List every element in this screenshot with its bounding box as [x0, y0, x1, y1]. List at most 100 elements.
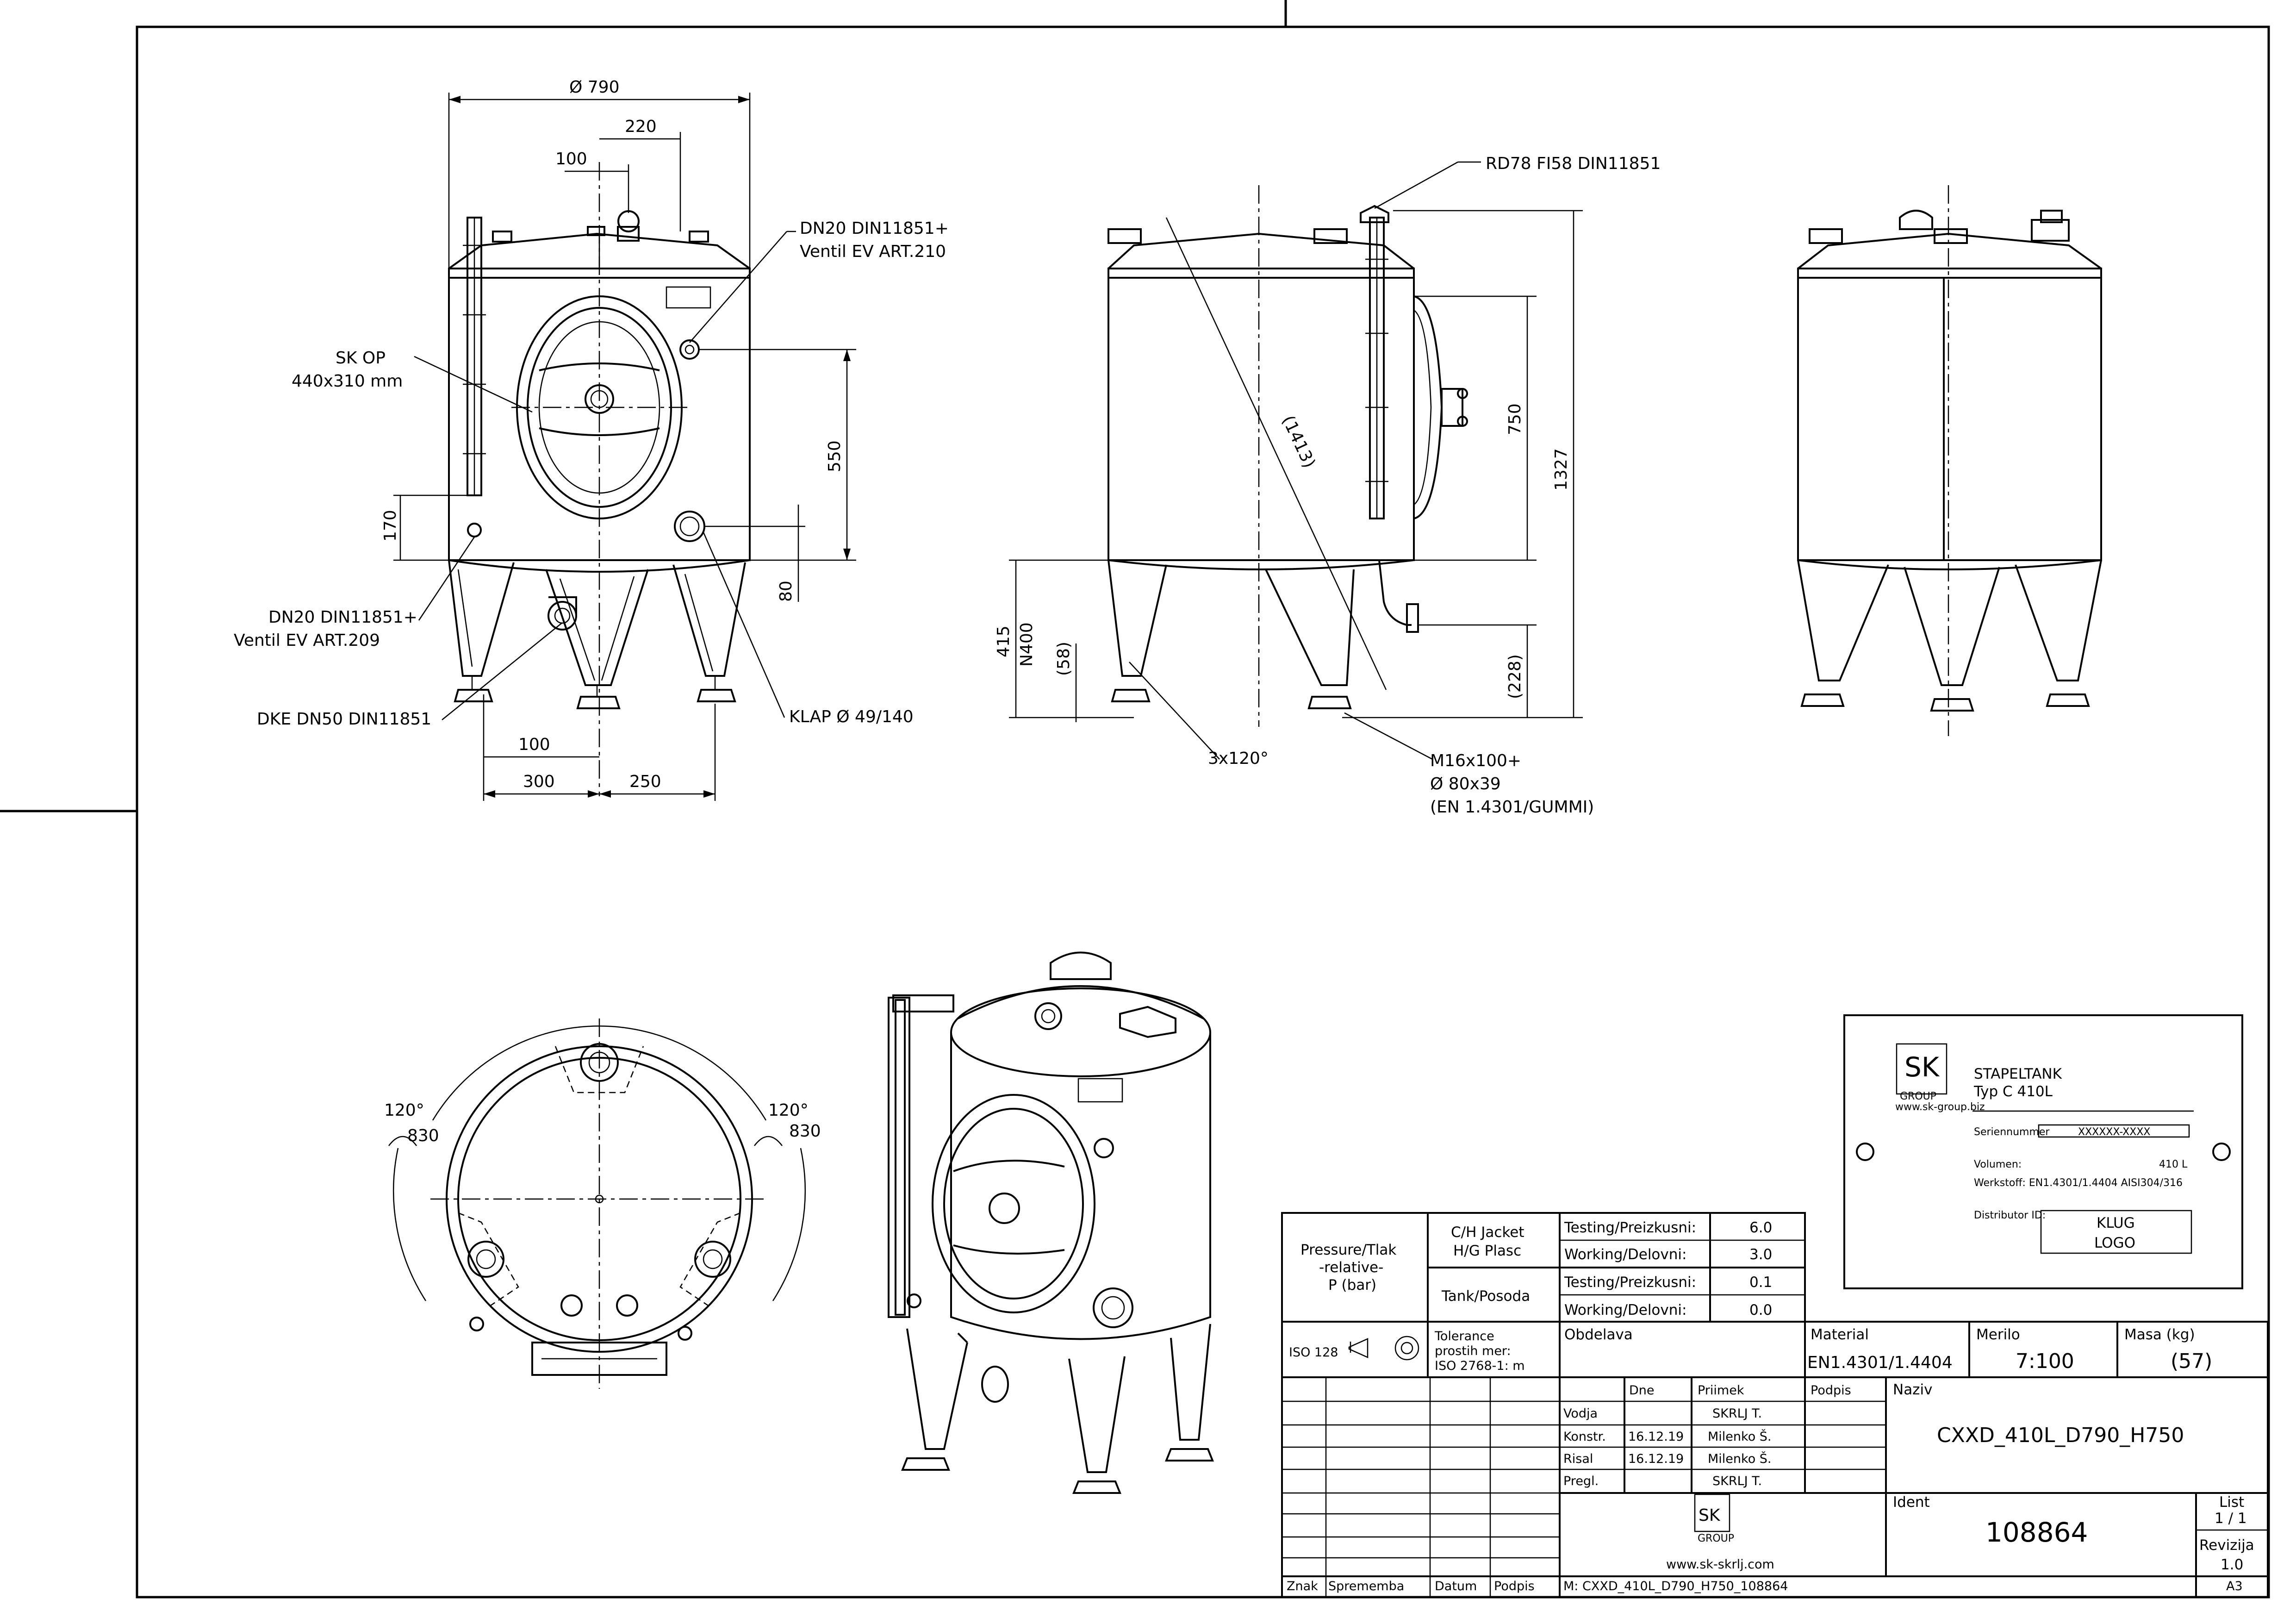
- dim-1327: 1327: [1552, 448, 1571, 491]
- label-rd78: RD78 FI58 DIN11851: [1486, 154, 1661, 173]
- angle-right: 120°: [768, 1101, 809, 1120]
- nameplate: SK GROUP www.sk-group.biz STAPELTANK Typ…: [1843, 1014, 2243, 1289]
- row-konstr-date: 16.12.19: [1628, 1430, 1684, 1444]
- jacket-label-1: C/H Jacket: [1451, 1224, 1524, 1241]
- tank-working-label: Working/Delovni:: [1564, 1302, 1686, 1318]
- row-vodja: Vodja: [1563, 1406, 1598, 1421]
- row-pregl-name: SKRLJ T.: [1712, 1474, 1762, 1488]
- nameplate-distributor-label: Distributor ID:: [1974, 1210, 2046, 1221]
- row-konstr-name: Milenko Š.: [1708, 1429, 1772, 1444]
- nameplate-distributor-1: KLUG: [2097, 1215, 2135, 1231]
- tolerance-2: prostih mer:: [1435, 1344, 1511, 1358]
- masa-value: (57): [2171, 1349, 2212, 1373]
- nameplate-title-2: Typ C 410L: [1973, 1083, 2053, 1100]
- angle-left: 120°: [384, 1101, 424, 1120]
- material-value: EN1.4301/1.4404: [1807, 1353, 1953, 1372]
- list-label: List: [2219, 1494, 2244, 1511]
- merilo-label: Merilo: [1976, 1326, 2020, 1343]
- masa-label: Masa (kg): [2124, 1326, 2195, 1343]
- label-skop-2: 440x310 mm: [292, 372, 403, 391]
- tank-label: Tank/Posoda: [1441, 1288, 1530, 1305]
- jacket-label-2: H/G Plasc: [1453, 1243, 1521, 1259]
- dim-n400: N400: [1017, 622, 1036, 667]
- tolerance-1: Tolerance: [1434, 1329, 1494, 1343]
- top-view: [388, 1018, 806, 1389]
- naziv-value: CXXD_410L_D790_H750: [1937, 1424, 2184, 1447]
- front-view-labels: DN20 DIN11851+ Ventil EV ART.210 SK OP 4…: [234, 219, 949, 729]
- dim-750: 750: [1506, 403, 1524, 435]
- dim-250: 250: [629, 772, 661, 791]
- col-podpis2: Podpis: [1494, 1579, 1535, 1593]
- nameplate-brand-web: www.sk-group.biz: [1895, 1101, 1985, 1113]
- obdelava-label: Obdelava: [1564, 1326, 1633, 1343]
- dim-1413: (1413): [1278, 412, 1319, 471]
- label-skop-1: SK OP: [336, 349, 386, 368]
- dim-100-bottom: 100: [518, 735, 550, 754]
- dim-170: 170: [381, 510, 400, 542]
- projection-symbol-icon: [1348, 1338, 1369, 1358]
- iso-label: ISO 128: [1289, 1345, 1338, 1360]
- col-dne: Dne: [1629, 1383, 1655, 1398]
- nameplate-serial-label: Seriennummer: [1974, 1126, 2050, 1138]
- pressure-label-2: -relative-: [1319, 1259, 1383, 1276]
- row-risal-name: Milenko Š.: [1708, 1451, 1772, 1466]
- list-value: 1 / 1: [2215, 1510, 2247, 1527]
- tank-testing-label: Testing/Preizkusni:: [1564, 1274, 1696, 1291]
- nameplate-brand-sub: GROUP: [1900, 1091, 1936, 1102]
- company-web: www.sk-skrlj.com: [1666, 1557, 1774, 1572]
- dim-80: 80: [777, 581, 796, 602]
- label-m16-3: (EN 1.4301/GUMMI): [1430, 798, 1594, 817]
- material-label: Material: [1811, 1326, 1869, 1343]
- sheet-size: A3: [2226, 1579, 2243, 1593]
- merilo-value: 7:100: [2016, 1349, 2074, 1373]
- col-podpis: Podpis: [1811, 1383, 1851, 1398]
- dim-220: 220: [625, 117, 657, 136]
- ident-value: 108864: [1985, 1517, 2088, 1548]
- company-logo-sub: GROUP: [1698, 1533, 1734, 1544]
- title-block: Pressure/Tlak -relative- P (bar) C/H Jac…: [1281, 1212, 2269, 1598]
- front-view: [448, 162, 751, 796]
- pressure-label-1: Pressure/Tlak: [1300, 1242, 1396, 1258]
- col-sprememba: Sprememba: [1328, 1579, 1404, 1593]
- jacket-testing-label: Testing/Preizkusni:: [1564, 1219, 1696, 1236]
- ident-label: Ident: [1893, 1494, 1930, 1511]
- pressure-label-3: P (bar): [1328, 1277, 1376, 1293]
- revizija-value: 1.0: [2221, 1556, 2243, 1573]
- drawing-frame: [0, 0, 2270, 1599]
- naziv-label: Naziv: [1893, 1381, 1932, 1398]
- dim-550: 550: [825, 440, 844, 472]
- row-risal-date: 16.12.19: [1628, 1452, 1684, 1466]
- dim-415: 415: [994, 625, 1013, 657]
- side-view: [1108, 185, 1468, 727]
- company-logo: [1694, 1493, 1730, 1532]
- row-pregl: Pregl.: [1563, 1474, 1599, 1488]
- dim-300: 300: [523, 772, 555, 791]
- radius-right: 830: [789, 1122, 821, 1141]
- tank-testing-value: 0.1: [1749, 1274, 1772, 1291]
- tank-working-value: 0.0: [1749, 1302, 1772, 1318]
- nameplate-volume-label: Volumen:: [1974, 1159, 2022, 1170]
- rear-view: [1797, 185, 2102, 736]
- col-znak: Znak: [1287, 1579, 1318, 1593]
- side-view-dimensions: RD78 FI58 DIN11851 (1413) 750 1327 415 N…: [994, 154, 1661, 817]
- label-3x120: 3x120°: [1208, 749, 1269, 768]
- label-m16-2: Ø 80x39: [1430, 775, 1501, 793]
- tolerance-3: ISO 2768-1: m: [1435, 1359, 1525, 1373]
- jacket-testing-value: 6.0: [1749, 1219, 1772, 1236]
- row-risal: Risal: [1563, 1452, 1593, 1466]
- label-dke: DKE DN50 DIN11851: [257, 710, 431, 729]
- nameplate-title-1: STAPELTANK: [1974, 1066, 2062, 1082]
- label-m16-1: M16x100+: [1430, 751, 1521, 770]
- col-datum: Datum: [1435, 1579, 1477, 1593]
- row-vodja-name: SKRLJ T.: [1712, 1406, 1762, 1421]
- model-file: M: CXXD_410L_D790_H750_108864: [1563, 1579, 1788, 1593]
- nameplate-volume-value: 410 L: [2159, 1159, 2188, 1170]
- dim-58: (58): [1054, 642, 1073, 676]
- nameplate-serial-value: XXXXXX-XXXX: [2078, 1126, 2150, 1138]
- col-priimek: Priimek: [1698, 1383, 1744, 1398]
- row-konstr: Konstr.: [1563, 1430, 1606, 1444]
- radius-left: 830: [407, 1126, 439, 1145]
- dim-228: (228): [1506, 654, 1524, 699]
- label-dn20-top-2: Ventil EV ART.210: [800, 242, 946, 261]
